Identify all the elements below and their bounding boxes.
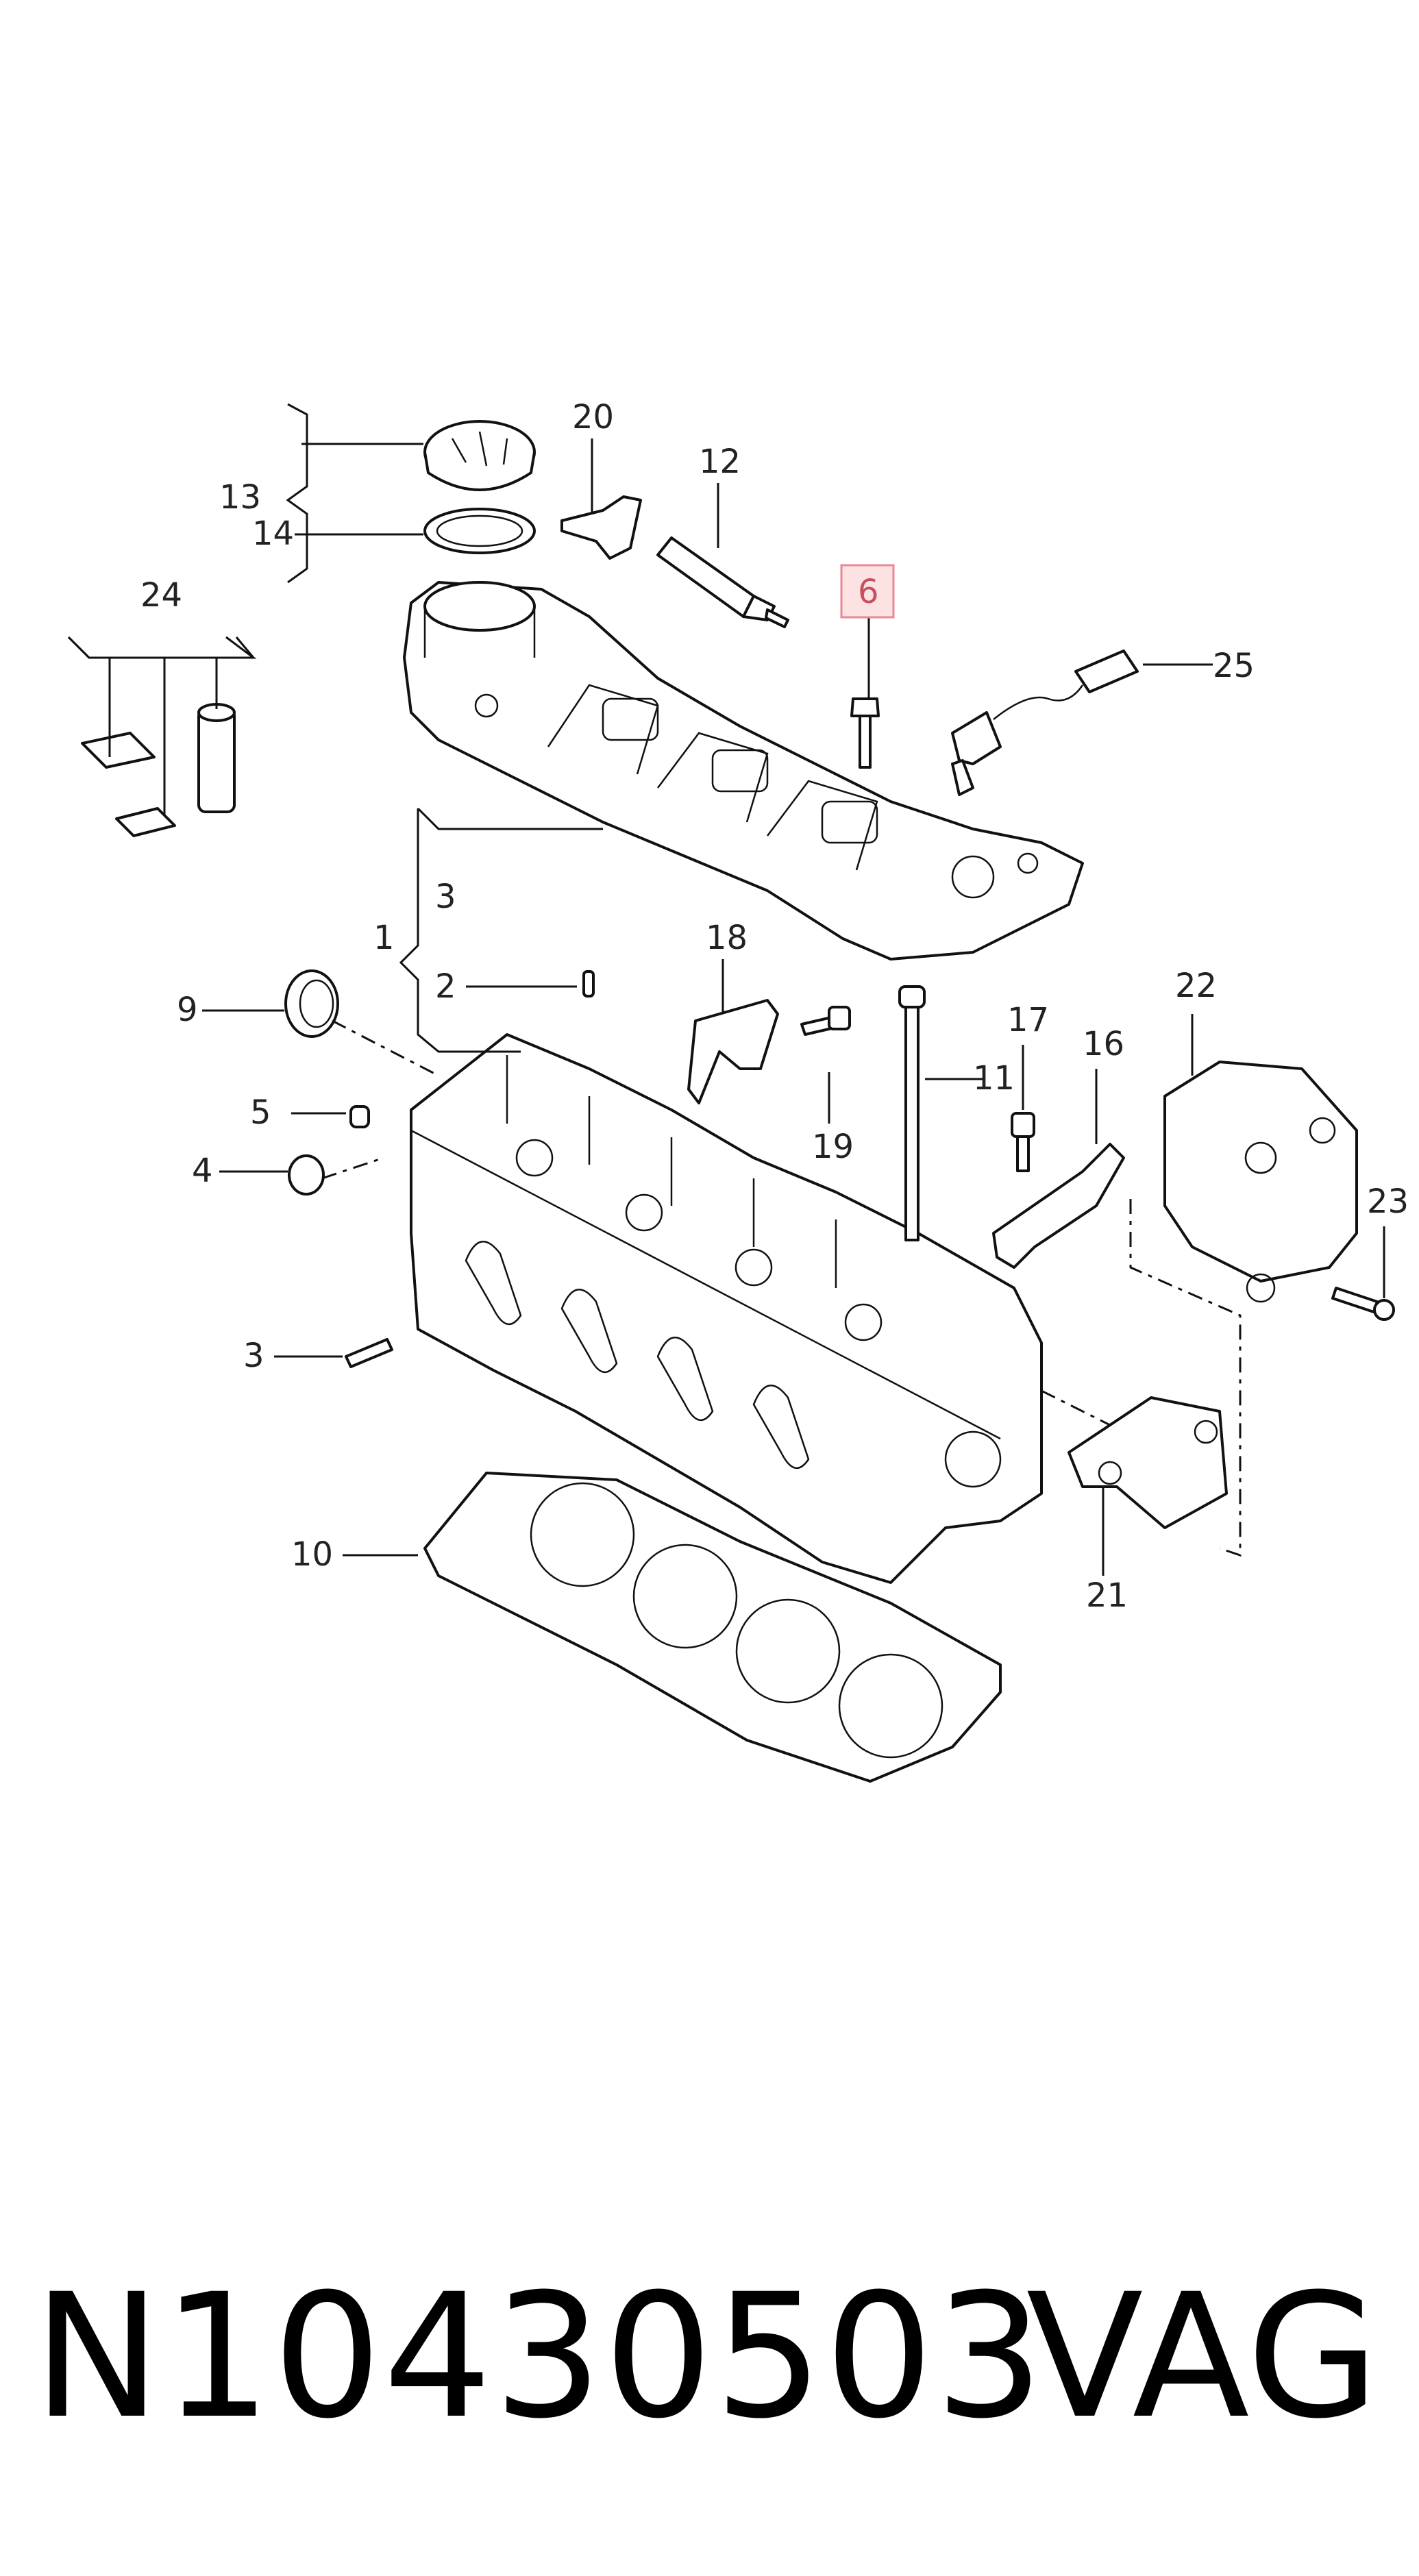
callout-24: 24 — [140, 576, 182, 615]
valve-cover — [403, 581, 1084, 961]
callout-20: 20 — [572, 398, 614, 436]
seal-9 — [284, 969, 339, 1038]
callout-22: 22 — [1175, 967, 1217, 1005]
callout-25: 25 — [1213, 647, 1255, 685]
clip — [560, 495, 642, 560]
callout-3-upper: 3 — [435, 878, 456, 916]
bolt-23 — [1331, 1287, 1395, 1321]
bolt-17 — [1011, 1112, 1035, 1172]
callout-13: 13 — [219, 478, 261, 517]
leader-lines — [67, 403, 1385, 1576]
assembly-guides — [321, 1019, 1242, 1557]
head-bolt-11 — [898, 985, 926, 1241]
callout-2: 2 — [435, 967, 456, 1006]
exploded-parts-diagram: 13 14 20 12 6 25 24 3 1 2 18 19 11 17 16… — [67, 398, 1409, 1783]
callout-18: 18 — [706, 919, 748, 957]
callout-23: 23 — [1367, 1182, 1409, 1221]
callout-6: 6 — [858, 573, 879, 611]
cap-seal-ring — [423, 508, 536, 554]
callout-1: 1 — [373, 919, 395, 957]
bolt-6 — [850, 697, 880, 769]
housing-22 — [1163, 1061, 1358, 1303]
bracket-21 — [1068, 1396, 1228, 1529]
cap-5 — [349, 1105, 370, 1128]
head-gasket — [423, 1472, 1002, 1783]
callout-14: 14 — [252, 515, 294, 553]
bracket-18 — [687, 999, 779, 1104]
cylinder-head — [410, 1033, 1043, 1584]
callout-16: 16 — [1083, 1025, 1124, 1063]
bracket-16 — [992, 1143, 1125, 1269]
repair-kit-items — [81, 703, 236, 837]
callout-11: 11 — [973, 1059, 1015, 1098]
part-number: N10430503 — [33, 2257, 1046, 2456]
stud-3 — [345, 1338, 393, 1368]
callout-labels: 13 14 20 12 6 25 24 3 1 2 18 19 11 17 16… — [140, 398, 1409, 1615]
callout-5: 5 — [250, 1093, 271, 1132]
callout-12: 12 — [699, 443, 741, 481]
footer: N10430503 VAG — [0, 2254, 1419, 2460]
callout-10: 10 — [291, 1535, 333, 1574]
plug-4 — [288, 1154, 325, 1196]
oil-filler-cap — [423, 420, 536, 491]
pin-2 — [582, 970, 595, 998]
callout-9: 9 — [177, 991, 198, 1029]
callout-21: 21 — [1086, 1576, 1128, 1615]
brand-name: VAG — [1026, 2257, 1379, 2456]
callout-4: 4 — [192, 1152, 213, 1190]
callout-3-lower: 3 — [243, 1337, 264, 1375]
sensor-with-cable — [951, 649, 1139, 796]
callout-17: 17 — [1007, 1001, 1049, 1039]
bolt-19 — [800, 1006, 851, 1036]
callout-19: 19 — [812, 1128, 854, 1166]
sealant-tube — [656, 536, 789, 628]
highlight-box-6 — [840, 564, 895, 619]
